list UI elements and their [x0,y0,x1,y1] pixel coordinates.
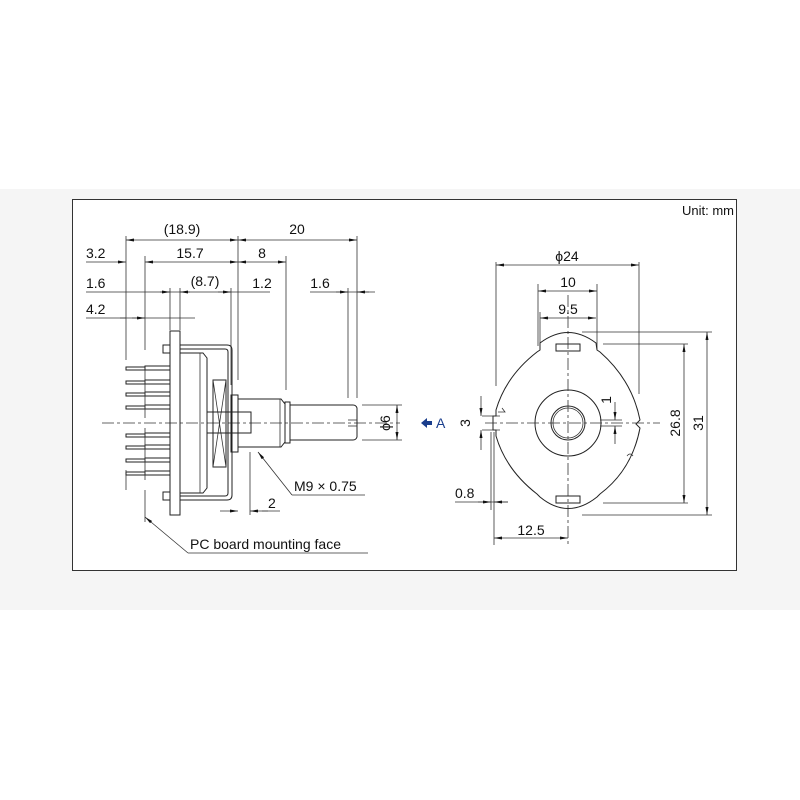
dim-shaft-slot: 1.6 [310,275,330,291]
dim-body-diameter: ϕ24 [555,248,579,264]
front-view: ϕ24 10 9.5 1 A 3 [421,248,712,545]
dim-bushing-length: 8 [258,245,266,261]
dim-tab-height-outer: 31 [690,415,706,431]
dim-half-width: 12.5 [517,522,544,538]
terminal-pins-upper [125,365,171,418]
dim-tab-width-inner: 9.5 [558,301,578,317]
callout-thread: M9 × 0.75 [294,478,357,494]
view-arrow-icon [421,418,432,428]
unit-label: Unit: mm [682,203,734,218]
dim-locator-thickness: 0.8 [455,485,475,501]
dim-body-to-bushing: 15.7 [176,245,203,261]
view-marker-label: A [436,415,446,431]
dim-left-offset: 3.2 [86,245,106,261]
dim-slot-depth: 1 [598,396,614,404]
dim-bushing-offset: 2 [268,495,276,511]
dim-flange: 1.2 [252,275,272,291]
dim-shaft-diameter: ϕ6 [377,415,393,431]
dim-pin-spacing: 1.6 [86,275,106,291]
dim-overall-body: (18.9) [164,221,201,237]
terminal-pins-lower [125,428,171,480]
side-view: (18.9) 20 3.2 15.7 8 1.6 (8.7) 1.2 1.6 4… [86,221,402,554]
dim-shaft-length: 20 [289,221,305,237]
dim-inner-depth: (8.7) [191,273,220,289]
dim-tab-width-outer: 10 [560,274,576,290]
dim-pin-length: 4.2 [86,301,106,317]
callout-mounting-face: PC board mounting face [190,536,341,552]
dim-locator-width: 3 [457,419,473,427]
dim-tab-height-inner: 26.8 [667,409,683,436]
